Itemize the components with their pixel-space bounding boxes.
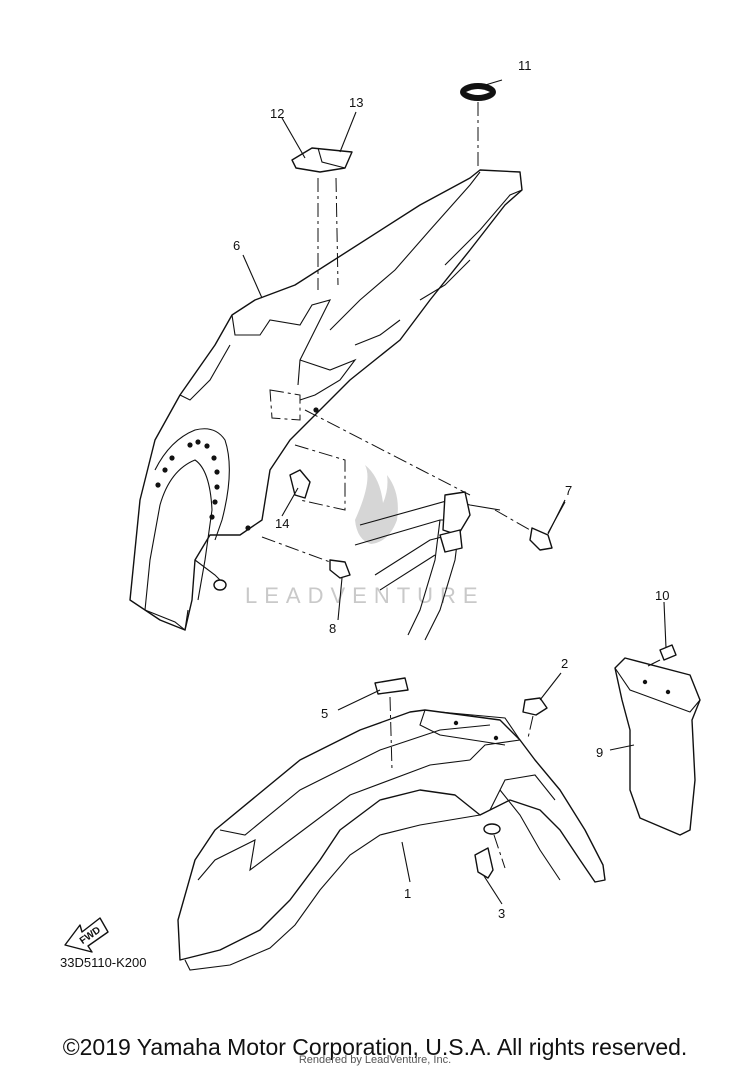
callout-12: 12 (270, 106, 284, 121)
bolt-8 (261, 536, 351, 621)
callout-7: 7 (565, 483, 572, 498)
nut-2 (522, 697, 548, 739)
copyright-notice: ©2019 Yamaha Motor Corporation, U.S.A. A… (62, 1034, 688, 1060)
callout-10: 10 (655, 588, 669, 603)
frame-rail (304, 409, 566, 641)
callout-9: 9 (596, 745, 603, 760)
bolt-3 (474, 823, 506, 879)
leader-lines (242, 79, 667, 905)
rear-fender (129, 169, 523, 632)
callout-8: 8 (329, 621, 336, 636)
callout-6: 6 (233, 238, 240, 253)
emblem-11 (460, 83, 496, 170)
watermark: LEADVENTURE (245, 465, 485, 608)
drawing-number: 33D5110-K200 (60, 955, 147, 970)
front-fender (177, 709, 606, 971)
callout-1: 1 (404, 886, 411, 901)
callout-14: 14 (275, 516, 289, 531)
decal-5 (374, 677, 409, 771)
callout-11: 11 (518, 58, 532, 73)
callout-2: 2 (561, 656, 568, 671)
fwd-arrow: FWD (64, 917, 109, 953)
callout-3: 3 (498, 906, 505, 921)
rendered-by-credit: Rendered by LeadVenture, Inc. (298, 1054, 452, 1066)
mud-guard-9 (614, 644, 701, 836)
callout-5: 5 (321, 706, 328, 721)
callout-labels: 11 12 13 6 7 14 8 10 2 5 9 1 3 (233, 58, 669, 921)
callout-13: 13 (349, 95, 363, 110)
watermark-text: LEADVENTURE (245, 583, 485, 608)
decal-12-13 (291, 147, 353, 290)
